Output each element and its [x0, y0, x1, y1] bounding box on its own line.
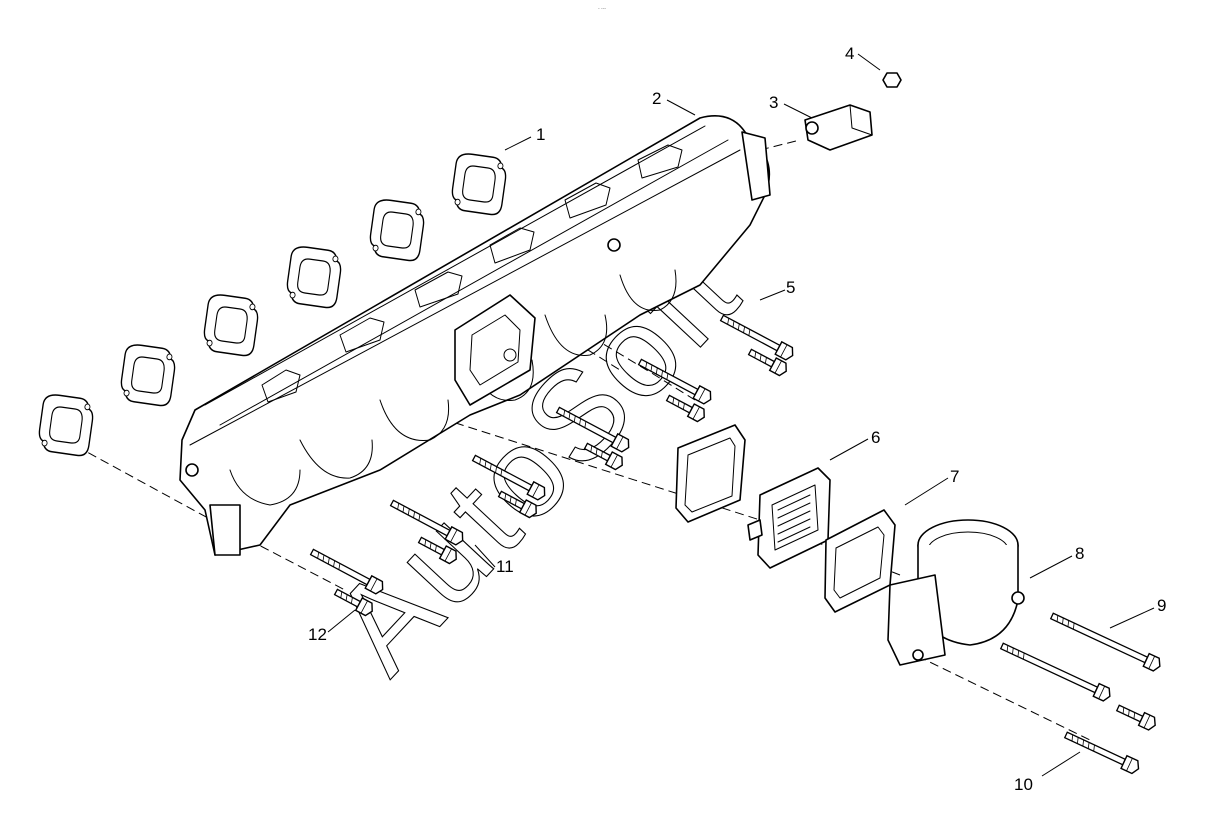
callout-2: 2 — [652, 89, 661, 108]
callout-8: 8 — [1075, 544, 1084, 563]
exhaust-manifold — [179, 115, 771, 556]
callout-3: 3 — [769, 93, 778, 112]
callout-1: 1 — [536, 125, 545, 144]
callout-10: 10 — [1014, 775, 1033, 794]
callout-12: 12 — [308, 625, 327, 644]
outlet-bolts — [998, 608, 1164, 776]
callout-5: 5 — [786, 278, 795, 297]
sensor-screw — [882, 72, 902, 88]
callout-6: 6 — [871, 428, 880, 447]
callout-7: 7 — [950, 467, 959, 486]
housing-gasket — [824, 509, 896, 613]
callout-4: 4 — [845, 44, 854, 63]
callout-11: 11 — [496, 557, 514, 576]
outlet-elbow — [887, 519, 1025, 666]
exhaust-valve-housing — [747, 467, 831, 569]
leader-lines — [327, 53, 1155, 777]
callout-9: 9 — [1157, 596, 1166, 615]
temperature-sensor — [804, 104, 873, 151]
page-mark: - --- — [598, 6, 606, 12]
flange-gasket — [675, 424, 746, 523]
callout-labels: 1 2 3 4 5 6 7 8 9 10 11 12 — [308, 44, 1166, 794]
